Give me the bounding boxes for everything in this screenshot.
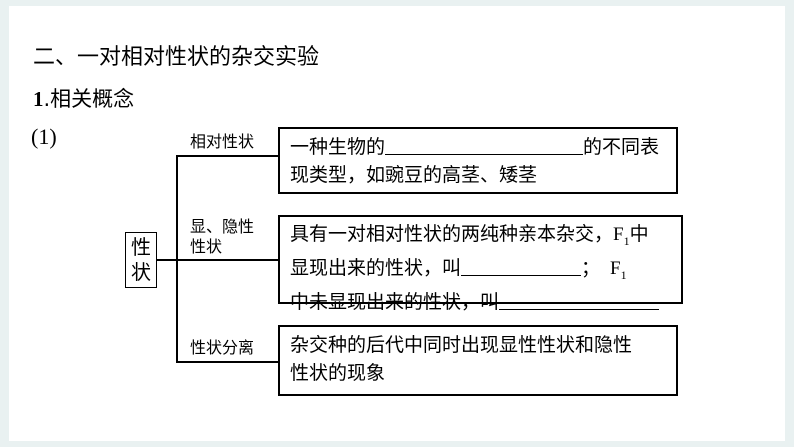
fill-blank-1[interactable] <box>385 134 584 155</box>
trait-root-char-1: 性 <box>131 235 151 259</box>
definition-box-relative-trait: 一种生物的的不同表 现类型，如豌豆的高茎、矮茎 <box>278 127 678 194</box>
branch-label-dominant-recessive-1: 显、隐性 <box>190 217 255 236</box>
trait-root-box: 性 状 <box>125 232 157 288</box>
connector-branch-2 <box>176 259 278 261</box>
heading: 二、一对相对性状的杂交实验 <box>33 45 320 70</box>
box2-line2: 显现出来的性状，叫；F1 <box>290 255 627 282</box>
box1-line1: 一种生物的的不同表 <box>290 134 660 158</box>
connector-trunk <box>176 155 178 361</box>
item-marker: (1) <box>31 124 57 149</box>
f1-symbol-2: F1 <box>610 257 627 282</box>
box1-line2: 现类型，如豌豆的高茎、矮茎 <box>290 164 538 186</box>
section-heading: 1.相关概念 <box>33 86 134 112</box>
section-number: 1 <box>33 87 44 111</box>
definition-box-dominant-recessive: 具有一对相对性状的两纯种亲本杂交，F1中 显现出来的性状，叫；F1 中未显现出来… <box>278 215 683 313</box>
box3-line2: 性状的现象 <box>290 362 386 384</box>
branch-label-dominant-recessive-2: 性状 <box>190 237 223 256</box>
connector-root <box>157 259 177 261</box>
box3-line1: 杂交种的后代中同时出现显性性状和隐性 <box>290 334 633 356</box>
f1-symbol: F1 <box>613 224 630 248</box>
fill-blank-3[interactable] <box>499 289 660 310</box>
box2-line3: 中未显现出来的性状，叫 <box>290 289 671 316</box>
branch-label-relative-trait: 相对性状 <box>190 132 255 151</box>
branch-label-segregation: 性状分离 <box>190 338 255 357</box>
connector-branch-3 <box>176 361 278 363</box>
trait-root-char-2: 状 <box>131 260 151 284</box>
definition-box-segregation: 杂交种的后代中同时出现显性性状和隐性 性状的现象 <box>278 325 678 396</box>
box2-line1: 具有一对相对性状的两纯种亲本杂交，F1中 <box>290 223 649 248</box>
section-text: .相关概念 <box>43 87 135 111</box>
fill-blank-2[interactable] <box>461 255 582 276</box>
connector-branch-1 <box>176 155 278 157</box>
